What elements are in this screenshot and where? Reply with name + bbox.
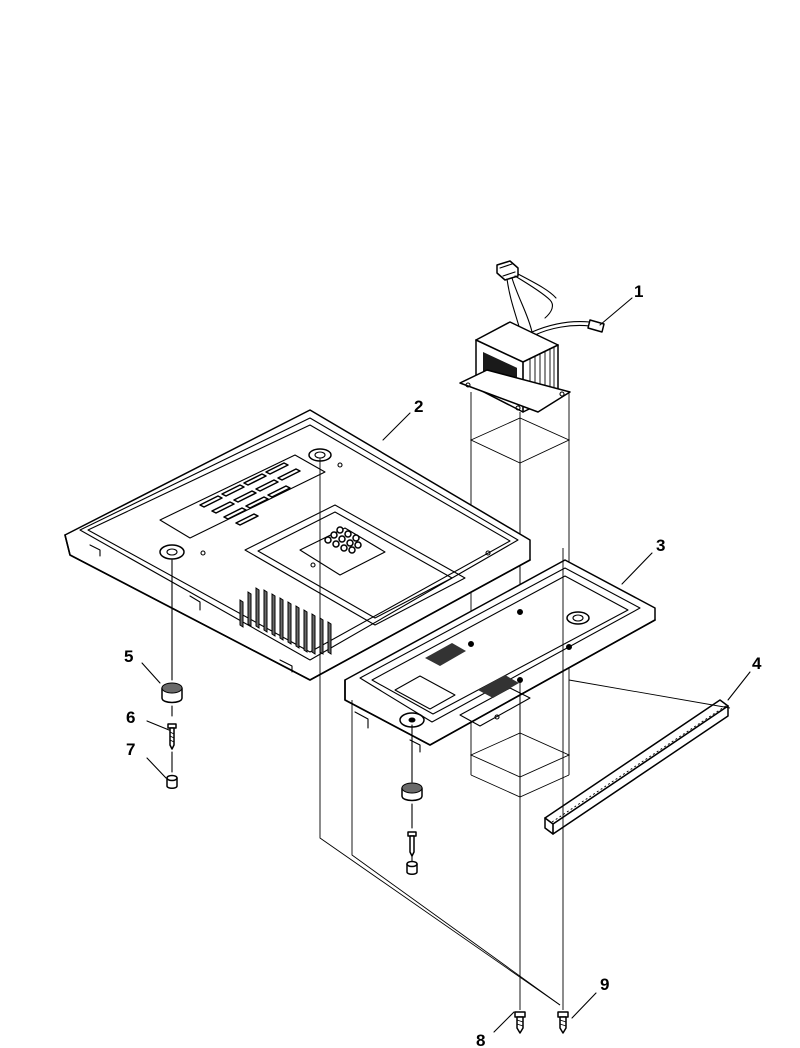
assembly-lines [319, 458, 731, 1010]
part-5-foot-left [161, 559, 183, 717]
part-1-transformer [459, 260, 605, 413]
callout-7: 7 [126, 740, 135, 759]
part-2-base-plate [64, 409, 531, 681]
callout-6: 6 [126, 708, 135, 727]
part-7-cap-left [166, 751, 178, 789]
callout-5: 5 [124, 647, 133, 666]
leader-lines [141, 297, 751, 1033]
part-3-bracket [344, 559, 656, 753]
part-8-screw [514, 1011, 526, 1034]
callout-3: 3 [656, 536, 665, 555]
callout-labels: 1 2 3 4 5 6 7 8 9 [124, 282, 762, 1048]
callout-1: 1 [634, 282, 643, 301]
callout-2: 2 [414, 397, 423, 416]
foot-right [401, 724, 423, 875]
callout-8: 8 [476, 1031, 485, 1048]
callout-9: 9 [600, 975, 609, 994]
part-9-screw [557, 1011, 569, 1034]
part-6-screw-left [167, 723, 177, 750]
callout-4: 4 [752, 654, 762, 673]
part-4-gasket-strip [544, 699, 729, 835]
